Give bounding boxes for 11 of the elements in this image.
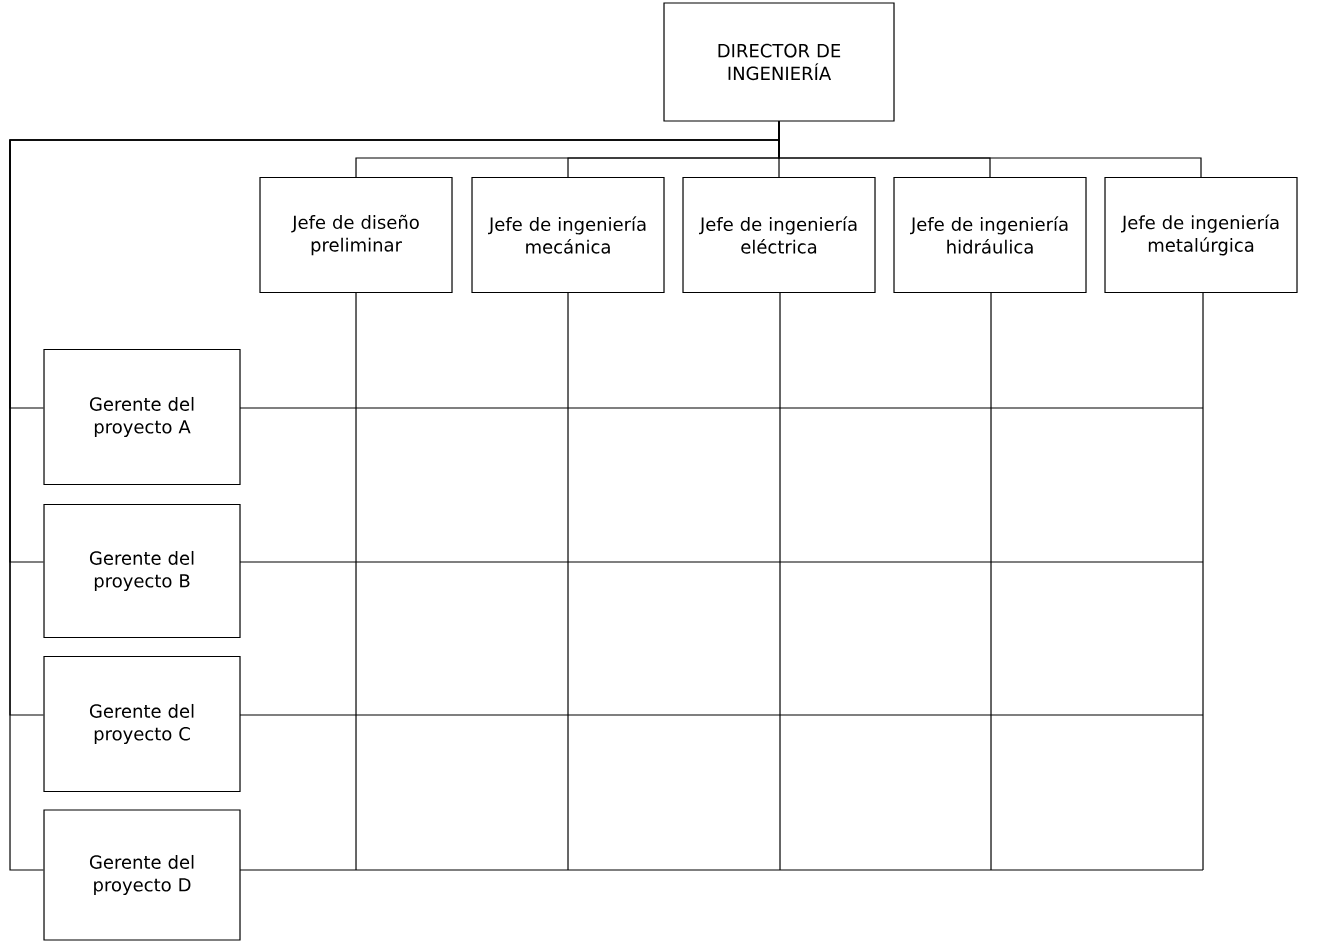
manager-box: Gerente del proyecto D: [43, 809, 241, 941]
manager-box: Gerente del proyecto C: [43, 655, 241, 793]
manager-box: Gerente del proyecto B: [43, 503, 241, 639]
manager-box: Gerente del proyecto A: [43, 348, 241, 486]
department-box: Jefe de diseño preliminar: [259, 176, 453, 294]
department-box: Jefe de ingeniería eléctrica: [682, 176, 876, 294]
connector-line: [9, 121, 780, 871]
director-box: DIRECTOR DE INGENIERÍA: [663, 2, 895, 122]
department-box: Jefe de ingeniería metalúrgica: [1104, 176, 1298, 294]
department-box: Jefe de ingeniería hidráulica: [893, 176, 1087, 294]
department-box: Jefe de ingeniería mecánica: [471, 176, 665, 294]
